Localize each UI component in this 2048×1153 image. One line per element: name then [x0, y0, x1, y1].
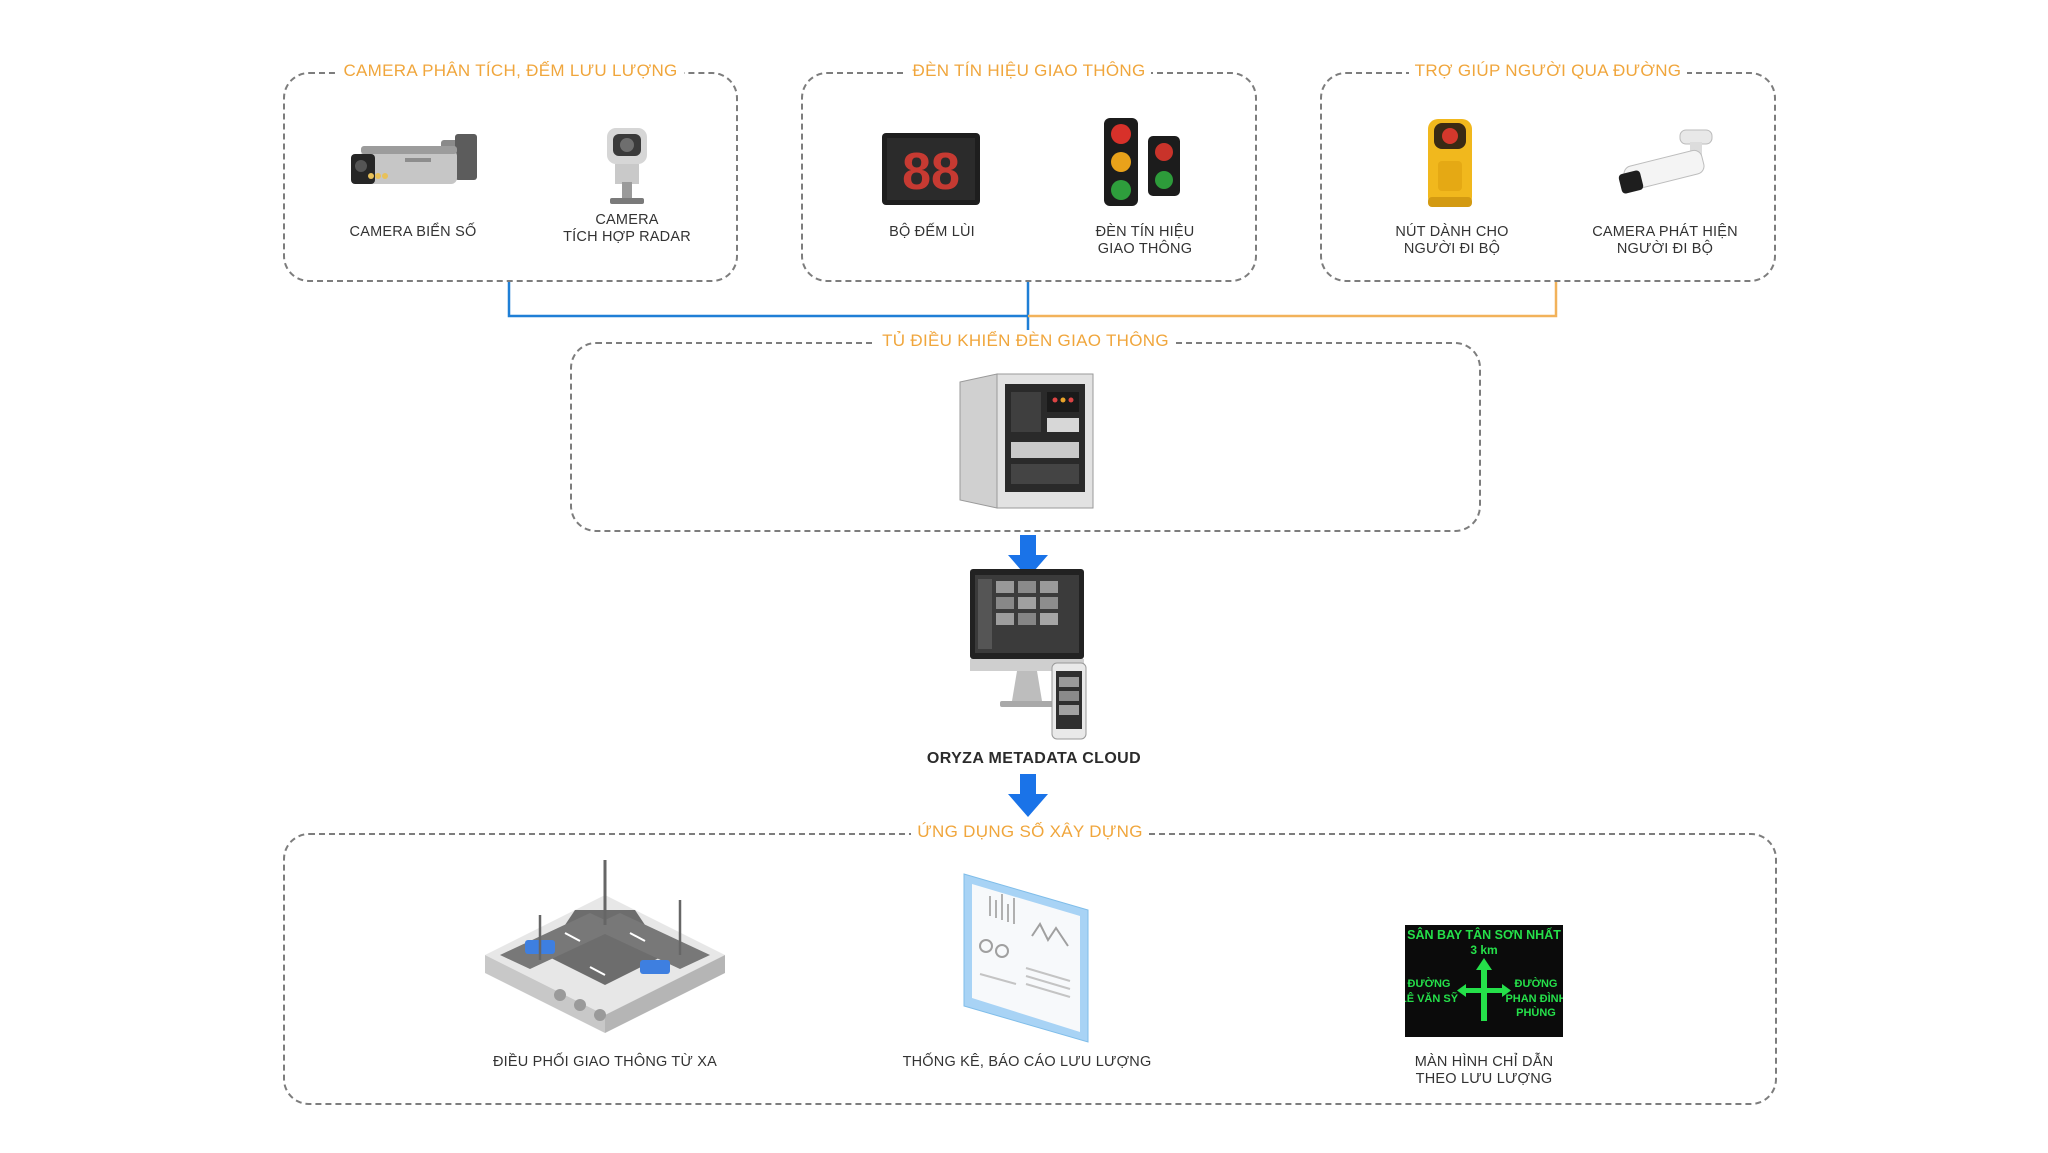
cloud-label: ORYZA METADATA CLOUD — [926, 750, 1142, 767]
sign-top-text: SÂN BAY TÂN SƠN NHẤT — [1407, 927, 1561, 942]
controller-cabinet-icon — [959, 373, 1094, 509]
item-label: MÀN HÌNH CHỈ DẪN THEO LƯU LƯỢNG — [1414, 1054, 1554, 1087]
sign-distance: 3 km — [1470, 943, 1497, 957]
item-license-plate-camera: CAMERA BIỂN SỐ — [333, 224, 493, 241]
item-remote-traffic-control: ĐIỀU PHỐI GIAO THÔNG TỪ XA — [470, 1054, 740, 1071]
sign-right-line3: PHÙNG — [1516, 1006, 1556, 1019]
item-label: BỘ ĐẾM LÙI — [889, 224, 975, 240]
item-label: CAMERA BIỂN SỐ — [349, 224, 477, 240]
arrow-down-icon — [1008, 535, 1048, 578]
item-traffic-light: ĐÈN TÍN HIỆU GIAO THÔNG — [1065, 224, 1225, 258]
item-label: CAMERA TÍCH HỢP RADAR — [563, 212, 691, 245]
item-guidance-display: MÀN HÌNH CHỈ DẪN THEO LƯU LƯỢNG — [1379, 1054, 1589, 1088]
item-countdown-timer: BỘ ĐẾM LÙI — [852, 224, 1012, 241]
group-controller-title: TỦ ĐIỀU KHIỂN ĐÈN GIAO THÔNG — [876, 330, 1175, 352]
item-radar-camera: CAMERA TÍCH HỢP RADAR — [540, 212, 714, 246]
item-pedestrian-button: NÚT DÀNH CHO NGƯỜI ĐI BỘ — [1372, 224, 1532, 258]
item-traffic-statistics: THỐNG KÊ, BÁO CÁO LƯU LƯỢNG — [897, 1054, 1157, 1071]
dashboard-report-illustration — [963, 873, 1089, 1043]
item-label: CAMERA PHÁT HIỆN NGƯỜI ĐI BỘ — [1592, 224, 1738, 257]
countdown-timer-icon: 88 — [882, 133, 980, 205]
item-pedestrian-detection-camera: CAMERA PHÁT HIỆN NGƯỜI ĐI BỘ — [1585, 224, 1745, 258]
group-apps-title: ỨNG DỤNG SỐ XÂY DỰNG — [911, 821, 1149, 843]
item-label: NÚT DÀNH CHO NGƯỜI ĐI BỘ — [1395, 224, 1509, 257]
group-digital-apps: ỨNG DỤNG SỐ XÂY DỰNG — [283, 821, 1777, 1105]
connector-pedestrian — [1028, 280, 1558, 318]
radar-camera-icon — [607, 128, 647, 204]
connector-camera — [507, 280, 1028, 318]
sign-right-line2: PHAN ĐÌNH — [1505, 992, 1563, 1005]
sign-right-line1: ĐƯỜNG — [1515, 977, 1558, 990]
intersection-illustration — [485, 860, 725, 1033]
item-label: ĐÈN TÍN HIỆU GIAO THÔNG — [1095, 224, 1195, 257]
pedestrian-button-icon — [1428, 119, 1472, 207]
group-signal-title: ĐÈN TÍN HIỆU GIAO THÔNG — [906, 60, 1152, 82]
countdown-digits: 88 — [902, 143, 960, 201]
cloud-devices-icon — [970, 569, 1087, 740]
group-pedestrian-assist: TRỢ GIÚP NGƯỜI QUA ĐƯỜNG — [1320, 60, 1776, 282]
group-camera-analysis: CAMERA PHÂN TÍCH, ĐẾM LƯU LƯỢNG — [283, 60, 738, 282]
sign-left-line2: LÊ VĂN SỸ — [1405, 992, 1459, 1005]
traffic-light-icon — [1104, 118, 1180, 206]
group-traffic-signal: ĐÈN TÍN HIỆU GIAO THÔNG — [801, 60, 1257, 282]
pedestrian-detection-camera-icon — [1618, 129, 1713, 194]
guidance-sign-display: SÂN BAY TÂN SƠN NHẤT 3 km ĐƯỜNG LÊ VĂN S… — [1405, 925, 1563, 1037]
group-traffic-controller: TỦ ĐIỀU KHIỂN ĐÈN GIAO THÔNG — [570, 330, 1481, 532]
group-camera-title: CAMERA PHÂN TÍCH, ĐẾM LƯU LƯỢNG — [337, 60, 684, 82]
item-label: THỐNG KÊ, BÁO CÁO LƯU LƯỢNG — [902, 1054, 1152, 1070]
sign-left-line1: ĐƯỜNG — [1408, 977, 1451, 990]
item-label: ĐIỀU PHỐI GIAO THÔNG TỪ XA — [492, 1054, 718, 1070]
arrow-down-icon — [1008, 774, 1048, 817]
license-plate-camera-icon — [351, 134, 477, 184]
group-pedestrian-title: TRỢ GIÚP NGƯỜI QUA ĐƯỜNG — [1408, 60, 1688, 82]
